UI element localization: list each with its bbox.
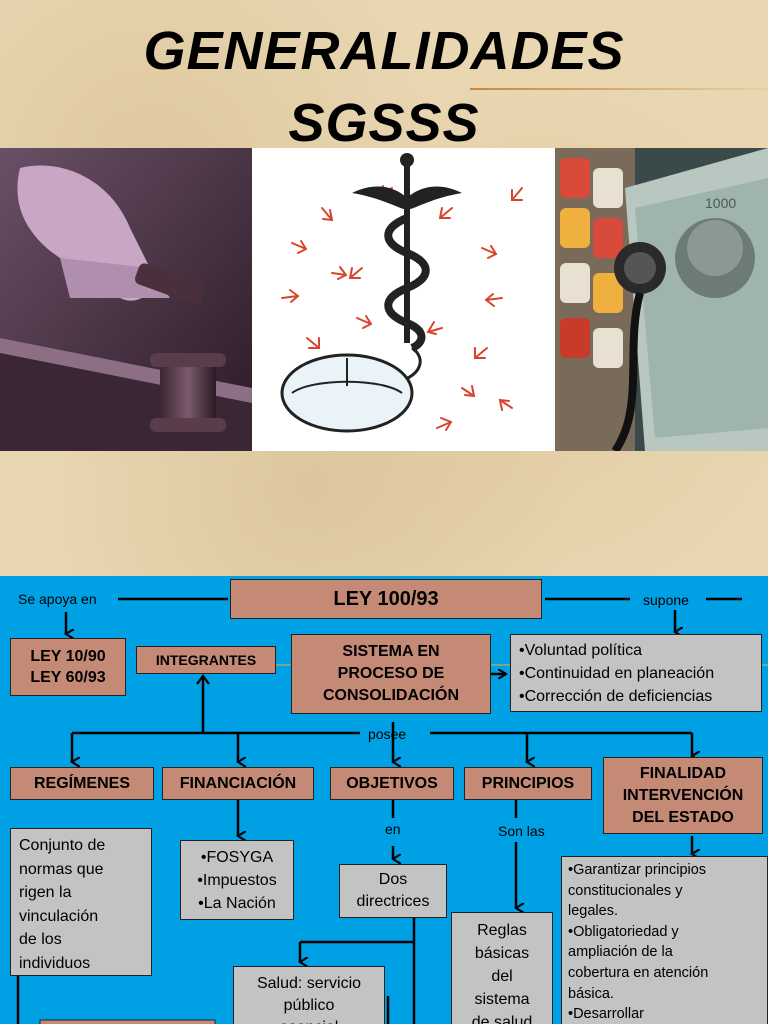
sistema-line-2: PROCESO DE: [337, 665, 445, 682]
label-posee: posee: [368, 726, 407, 742]
dos-directrices-box: Dos directrices: [339, 864, 447, 918]
ley-60-93: LEY 60/93: [30, 669, 106, 686]
leyes-box: LEY 10/90 LEY 60/93: [10, 638, 126, 696]
concept-map: Se apoya en supone posee en Son las LEY …: [0, 576, 768, 1024]
sistema-line-3: CONSOLIDACIÓN: [323, 687, 459, 704]
finalidad-item: constitucionales y: [568, 882, 683, 899]
label-son-las: Son las: [498, 823, 545, 839]
gavel-photo: [0, 148, 252, 451]
supone-item: •Voluntad política: [519, 642, 643, 659]
caduceus-mouse-illustration: [252, 148, 555, 451]
svg-text:1000: 1000: [705, 195, 736, 211]
label-se-apoya-en: Se apoya en: [18, 591, 97, 607]
supone-item: •Continuidad en planeación: [519, 665, 715, 682]
title-line-1: GENERALIDADES: [143, 21, 625, 81]
reglas-line: del: [491, 968, 513, 985]
integrantes-box: INTEGRANTES: [136, 646, 276, 674]
label-supone: supone: [643, 592, 689, 608]
regimenes-description-box: Conjunto de normas que rigen la vinculac…: [10, 828, 152, 976]
finalidad-item: cobertura en atención: [568, 964, 709, 981]
salud-line: esencial: [280, 1017, 339, 1024]
supone-item: •Corrección de deficiencias: [519, 688, 713, 705]
regimenes-desc-line: normas que: [19, 860, 104, 878]
regimenes-desc-line: vinculación: [19, 907, 99, 925]
supone-list-box: •Voluntad política •Continuidad en plane…: [510, 634, 762, 712]
finalidad-line-2: INTERVENCIÓN: [622, 786, 744, 804]
sistema-box: SISTEMA EN PROCESO DE CONSOLIDACIÓN: [291, 634, 491, 714]
label-en: en: [385, 821, 401, 837]
finalidad-item: básica.: [568, 985, 614, 1002]
finalidad-item: legales.: [568, 903, 618, 920]
financiacion-item: •Impuestos: [197, 871, 277, 889]
finalidad-item: •Desarrollar: [568, 1006, 644, 1023]
ley-100-93-box: LEY 100/93: [230, 579, 542, 619]
regimenes-box: REGÍMENES: [10, 767, 154, 800]
financiacion-item: •La Nación: [198, 894, 276, 912]
reglas-line: de salud: [471, 1014, 533, 1024]
principios-box: PRINCIPIOS: [464, 767, 592, 800]
reglas-line: Reglas: [477, 922, 527, 939]
regimenes-desc-line: individuos: [19, 954, 91, 972]
sistema-line-1: SISTEMA EN: [342, 643, 440, 660]
reglas-line: básicas: [474, 945, 530, 962]
finalidad-box: FINALIDAD INTERVENCIÓN DEL ESTADO: [603, 757, 763, 834]
medicine-money-stethoscope-photo: 1000: [555, 148, 768, 451]
salud-line: público: [283, 997, 335, 1014]
ley-10-90: LEY 10/90: [30, 648, 106, 665]
regimenes-desc-line: Conjunto de: [19, 837, 106, 854]
regimenes-desc-line: rigen la: [19, 884, 72, 901]
slide-header-area: GENERALIDADES SGSSS: [0, 0, 768, 576]
financiacion-item: •FOSYGA: [200, 848, 274, 866]
reglas-line: sistema: [474, 991, 530, 1008]
financiacion-list-box: •FOSYGA •Impuestos •La Nación: [180, 840, 294, 920]
salud-line: Salud: servicio: [256, 975, 362, 992]
regimenes-desc-line: de los: [19, 931, 62, 948]
reglas-box: Reglas básicas del sistema de salud: [451, 912, 553, 1024]
salud-box: Salud: servicio público esencial: [233, 966, 385, 1024]
title-line-2: SGSSS: [288, 93, 480, 153]
dos-directrices-line: Dos: [378, 871, 408, 888]
finalidad-item: •Garantizar principios: [568, 862, 707, 878]
objetivos-box: OBJETIVOS: [330, 767, 454, 800]
dos-directrices-line: directrices: [356, 893, 430, 910]
connector-lines: [16, 597, 768, 1024]
financiacion-box: FINANCIACIÓN: [162, 767, 314, 800]
finalidad-item: •Obligatoriedad y: [568, 923, 679, 940]
finalidad-line-3: DEL ESTADO: [632, 808, 734, 826]
finalidad-list-box: •Garantizar principios constitucionales …: [561, 856, 768, 1024]
finalidad-item: ampliación de la: [568, 944, 673, 961]
finalidad-line-1: FINALIDAD: [639, 764, 727, 782]
title-divider: [470, 88, 768, 90]
